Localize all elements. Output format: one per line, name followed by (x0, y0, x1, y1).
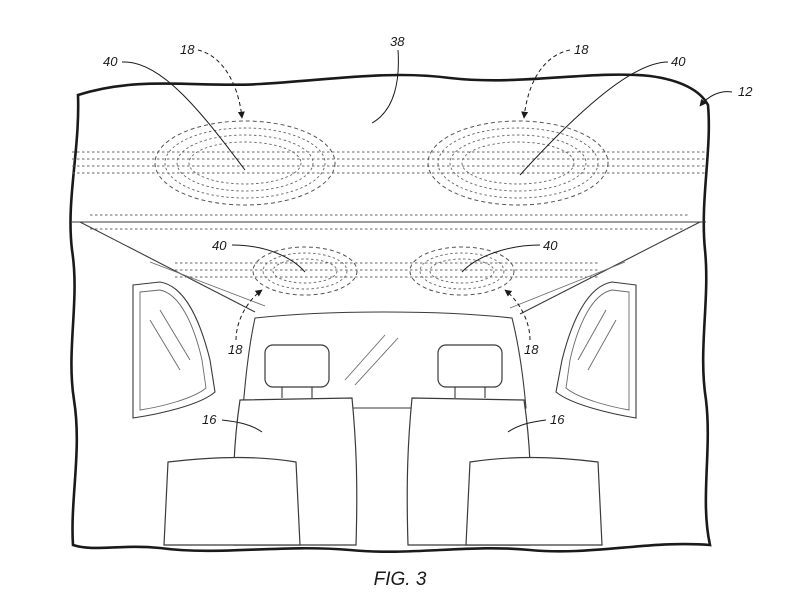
label-module-18-front-right: 18 (574, 42, 589, 57)
leader-lines (121, 49, 733, 433)
cabin-outline (69, 73, 712, 554)
label-light-ring-40-rear-right: 40 (543, 238, 558, 253)
right-rear-seat (465, 456, 603, 546)
roof-module-rear-right (409, 246, 515, 296)
roof-channel-bands (72, 151, 706, 278)
roof-module-rear-left (252, 246, 358, 296)
label-light-ring-40-front-left: 40 (103, 54, 118, 69)
label-module-18-front-left: 18 (180, 42, 195, 57)
roof-module-front-right (427, 120, 609, 206)
rear-window (242, 311, 527, 409)
headliner-structure (72, 221, 706, 315)
left-rear-seat (163, 456, 301, 546)
label-module-18-rear-left: 18 (228, 342, 243, 357)
left-headrest (264, 344, 330, 398)
right-side-window (555, 281, 637, 419)
label-light-ring-40-rear-left: 40 (212, 238, 227, 253)
left-side-window (132, 281, 216, 419)
label-seat-16-right: 16 (550, 412, 565, 427)
label-roof-panel-38: 38 (390, 34, 405, 49)
label-module-18-rear-right: 18 (524, 342, 539, 357)
right-headrest (437, 344, 503, 398)
label-light-ring-40-front-right: 40 (671, 54, 686, 69)
label-vehicle-12: 12 (738, 84, 753, 99)
figure-caption: FIG. 3 (374, 569, 427, 590)
label-seat-16-left: 16 (202, 412, 217, 427)
roof-module-front-left (154, 120, 336, 206)
